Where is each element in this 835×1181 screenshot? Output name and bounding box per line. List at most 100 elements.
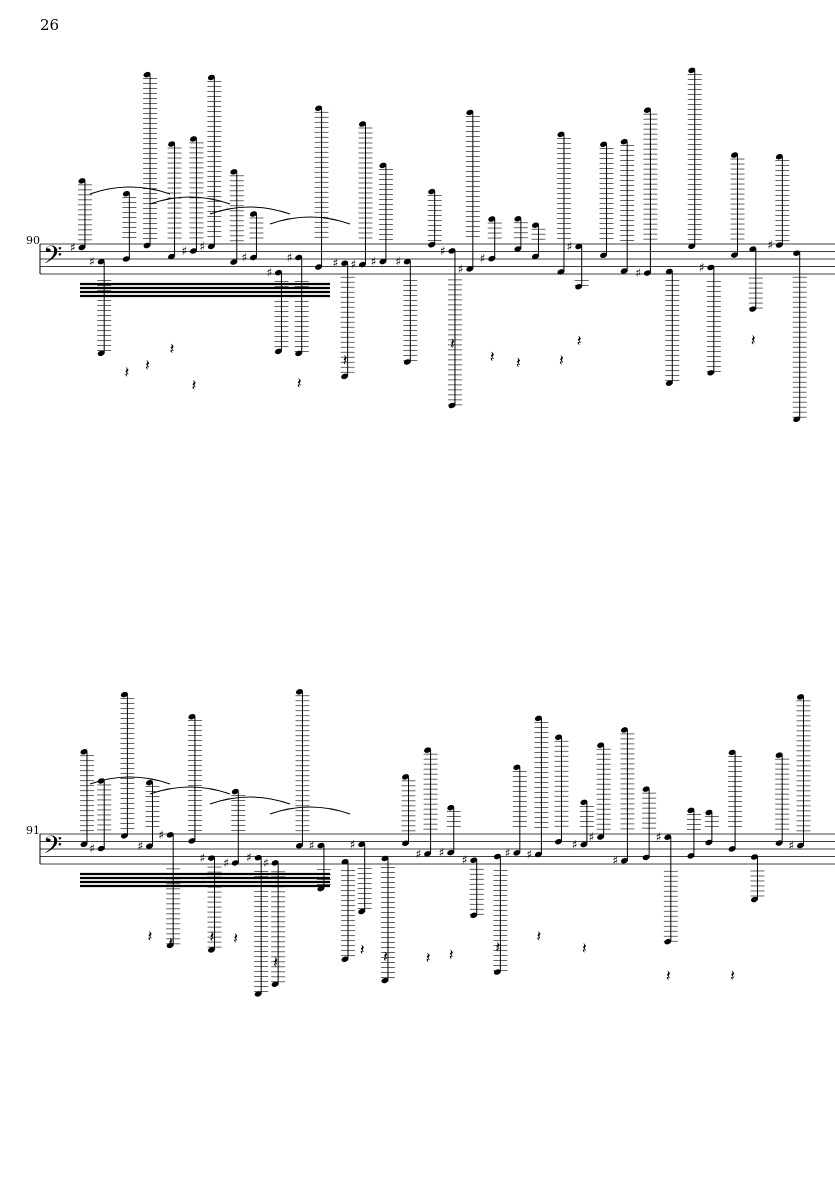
slur bbox=[89, 186, 171, 195]
notehead bbox=[580, 799, 588, 806]
sharp-icon: ♯ bbox=[287, 251, 293, 265]
rest-icon: 𝄽 bbox=[730, 966, 735, 985]
notehead bbox=[493, 969, 501, 975]
notehead bbox=[379, 258, 387, 265]
notehead bbox=[600, 141, 608, 148]
sharp-icon: ♯ bbox=[699, 260, 705, 274]
notehead bbox=[403, 258, 411, 265]
notehead bbox=[531, 253, 539, 260]
sharp-icon: ♯ bbox=[89, 842, 95, 856]
rest-icon: 𝄽 bbox=[233, 929, 238, 948]
notehead bbox=[403, 359, 411, 365]
notehead bbox=[341, 373, 349, 380]
bass-clef-icon: 𝄢 bbox=[43, 831, 62, 866]
slur bbox=[149, 196, 231, 205]
notehead bbox=[575, 284, 583, 290]
notehead bbox=[642, 786, 650, 792]
notehead bbox=[664, 938, 672, 945]
notehead bbox=[642, 854, 650, 861]
slur bbox=[209, 796, 291, 805]
notehead bbox=[447, 849, 455, 856]
notehead bbox=[358, 841, 366, 848]
notehead bbox=[80, 749, 88, 755]
sharp-icon: ♯ bbox=[350, 837, 356, 851]
notehead bbox=[381, 855, 389, 862]
notehead bbox=[620, 727, 628, 733]
notehead bbox=[188, 713, 196, 720]
rest-icon: 𝄽 bbox=[360, 940, 365, 959]
rest-icon: 𝄽 bbox=[495, 938, 500, 957]
notehead bbox=[146, 843, 154, 849]
notehead bbox=[750, 896, 758, 903]
notehead bbox=[168, 141, 176, 147]
notehead bbox=[254, 854, 262, 861]
notehead bbox=[424, 747, 432, 753]
notehead bbox=[231, 860, 239, 866]
notehead bbox=[664, 834, 672, 840]
notehead bbox=[358, 908, 366, 915]
notehead bbox=[575, 243, 583, 250]
notehead bbox=[580, 841, 588, 848]
notehead bbox=[448, 248, 456, 254]
slur bbox=[149, 786, 231, 795]
staff-system-1: 𝄢♯♯𝄽𝄽𝄽♯𝄽♯♯♯♯𝄽♯𝄽♯♯♯♯𝄽♯♯𝄽𝄽𝄽♯𝄽♯♯𝄽♯ bbox=[39, 67, 835, 423]
notehead bbox=[688, 243, 696, 249]
notehead bbox=[705, 809, 713, 816]
sharp-icon: ♯ bbox=[70, 240, 76, 254]
rest-icon: 𝄽 bbox=[273, 952, 278, 971]
sharp-icon: ♯ bbox=[246, 851, 252, 865]
rest-icon: 𝄽 bbox=[426, 948, 431, 967]
notehead bbox=[295, 350, 303, 357]
sharp-icon: ♯ bbox=[462, 853, 468, 867]
rest-icon: 𝄽 bbox=[449, 945, 454, 964]
sharp-icon: ♯ bbox=[371, 255, 377, 269]
notehead bbox=[557, 131, 565, 138]
notehead bbox=[775, 840, 783, 846]
rest-icon: 𝄽 bbox=[516, 353, 521, 372]
notehead bbox=[643, 270, 651, 276]
notehead bbox=[750, 854, 758, 860]
notehead bbox=[271, 860, 279, 866]
rest-icon: 𝄽 bbox=[666, 966, 671, 985]
notehead bbox=[295, 842, 303, 849]
notehead bbox=[402, 774, 410, 780]
notehead bbox=[166, 942, 174, 949]
notehead bbox=[665, 268, 673, 275]
notehead bbox=[554, 838, 562, 845]
notehead bbox=[189, 248, 197, 254]
notehead bbox=[775, 752, 783, 758]
notehead bbox=[513, 850, 521, 856]
sharp-icon: ♯ bbox=[158, 828, 164, 842]
notehead bbox=[274, 269, 282, 276]
bass-clef-icon: 𝄢 bbox=[43, 241, 62, 276]
sharp-icon: ♯ bbox=[440, 244, 446, 258]
notehead bbox=[797, 694, 804, 700]
slur bbox=[89, 776, 171, 785]
notehead bbox=[317, 842, 325, 849]
notehead bbox=[207, 74, 215, 81]
sharp-icon: ♯ bbox=[567, 239, 573, 253]
notehead bbox=[793, 416, 801, 423]
rest-icon: 𝄽 bbox=[751, 330, 756, 349]
sharp-icon: ♯ bbox=[138, 839, 144, 853]
notehead bbox=[166, 832, 174, 838]
notehead bbox=[775, 153, 783, 160]
notehead bbox=[231, 788, 239, 795]
notehead bbox=[428, 241, 436, 248]
notehead bbox=[466, 266, 474, 272]
notehead bbox=[428, 188, 436, 195]
notehead bbox=[488, 255, 496, 262]
notehead bbox=[341, 260, 349, 266]
notehead bbox=[749, 246, 757, 252]
notehead bbox=[188, 838, 196, 844]
notehead bbox=[254, 991, 262, 997]
notehead bbox=[424, 851, 432, 857]
page-number: 26 bbox=[40, 16, 60, 34]
notehead bbox=[120, 833, 128, 839]
notehead bbox=[341, 956, 349, 962]
notehead bbox=[797, 842, 804, 849]
notehead bbox=[230, 259, 238, 265]
notehead bbox=[143, 71, 151, 78]
notehead bbox=[731, 252, 739, 258]
